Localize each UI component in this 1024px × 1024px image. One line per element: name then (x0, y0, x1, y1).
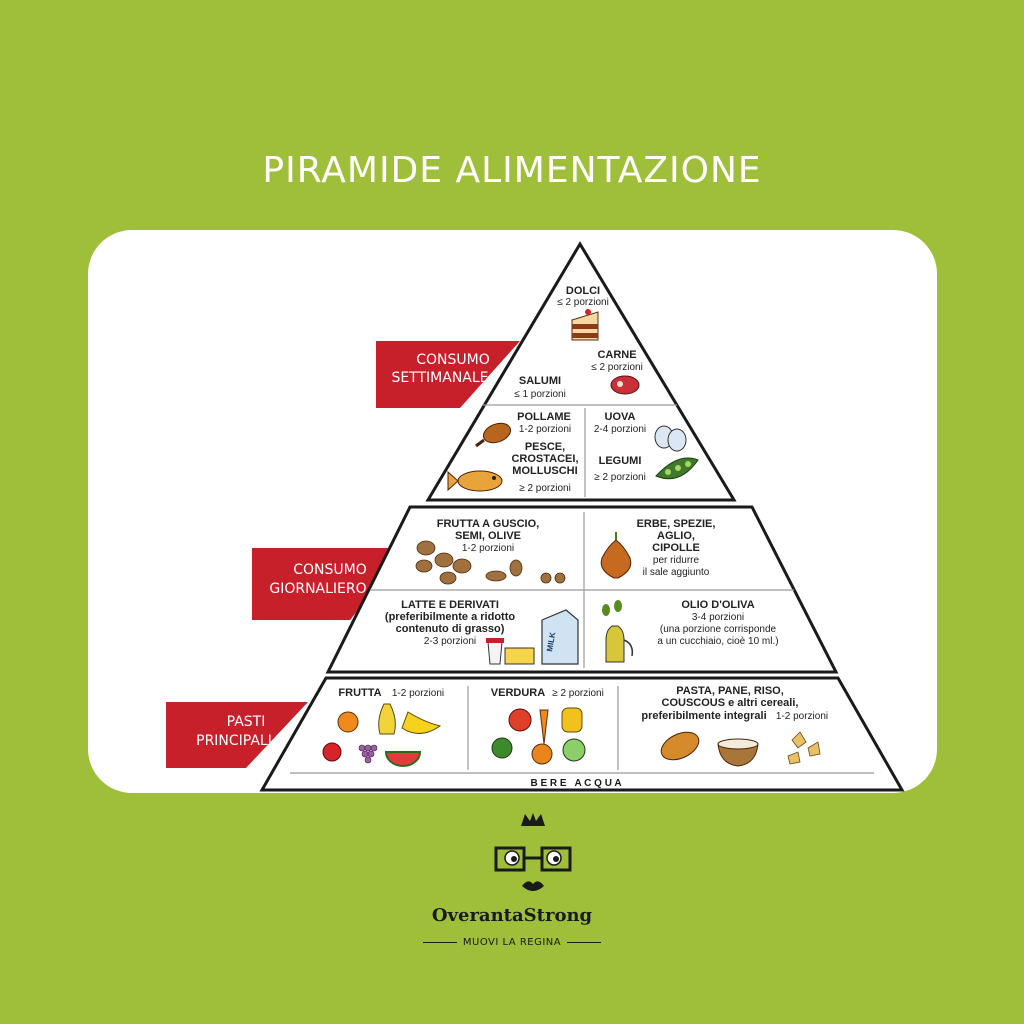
pollame-label: POLLAME (517, 411, 571, 423)
erbe-line2: AGLIO, (657, 530, 695, 542)
tab-daily-line2: GIORNALIERO (269, 581, 366, 597)
olive-oil-icon (602, 600, 634, 663)
chicken-leg-icon (475, 422, 512, 448)
legumi-portion: ≥ 2 porzioni (594, 472, 646, 483)
legumi-label: LEGUMI (599, 455, 642, 467)
cake-icon (571, 309, 599, 341)
tab-weekly-line1: CONSUMO (416, 352, 490, 368)
tab-consumo-giornaliero: CONSUMO GIORNALIERO (252, 548, 408, 620)
page-title: PIRAMIDE ALIMENTAZIONE (262, 150, 762, 191)
vegetables-icon (491, 707, 586, 765)
latte-line2: (preferibilmente a ridotto (385, 611, 515, 623)
olio-note2: a un cucchiaio, cioè 10 ml.) (657, 636, 778, 647)
tab-meals-line2: PRINCIPALI (196, 733, 272, 749)
pesce-line2: CROSTACEI, (511, 453, 578, 465)
tab-consumo-settimanale: CONSUMO SETTIMANALE (376, 341, 520, 408)
tagline-rule-right (567, 941, 602, 943)
milk-carton-icon: MILK (486, 609, 579, 665)
eggs-icon (654, 425, 687, 452)
pyramid-dividers (290, 404, 874, 774)
latte-line3: contenuto di grasso) (396, 623, 505, 635)
erbe-note2: il sale aggiunto (643, 567, 710, 578)
erbe-line3: CIPOLLE (652, 542, 700, 554)
frutta-guscio-line1: FRUTTA A GUSCIO, (437, 518, 539, 530)
latte-portion: 2-3 porzioni (424, 636, 476, 647)
pasta-line1: PASTA, PANE, RISO, (676, 685, 784, 697)
erbe-note1: per ridurre (653, 555, 700, 566)
frutta-label: FRUTTA (338, 687, 381, 699)
nuts-icon (415, 540, 566, 585)
bere-acqua-label: B E R E A C Q U A (530, 778, 621, 789)
pesce-line3: MOLLUSCHI (512, 465, 577, 477)
carne-portion: ≤ 2 porzioni (591, 362, 643, 373)
brand-name: OverantaStrong (431, 905, 593, 926)
uova-portion: 2-4 porzioni (594, 424, 646, 435)
olio-portion: 3-4 porzioni (692, 612, 744, 623)
erbe-line1: ERBE, SPEZIE, (637, 518, 716, 530)
salumi-portion: ≤ 1 porzioni (514, 389, 566, 400)
dolci-portion: ≤ 2 porzioni (557, 297, 609, 308)
latte-line1: LATTE E DERIVATI (401, 599, 499, 611)
dolci-label: DOLCI (566, 285, 600, 297)
pollame-portion: 1-2 porzioni (519, 424, 571, 435)
verdura-label: VERDURA (491, 687, 545, 699)
olio-label: OLIO D'OLIVA (681, 599, 754, 611)
olio-note1: (una porzione corrisponde (660, 624, 777, 635)
pasta-line2: COUSCOUS e altri cereali, (662, 697, 799, 709)
brand-tagline: MUOVI LA REGINA (0, 937, 1024, 948)
salumi-label: SALUMI (519, 375, 561, 387)
tagline-rule-left (422, 941, 457, 943)
meat-icon (610, 375, 640, 395)
pasta-line3: preferibilmente integrali (641, 710, 766, 722)
frutta-guscio-portion: 1-2 porzioni (462, 543, 514, 554)
crown-glasses-face-icon (494, 813, 572, 891)
milk-carton-text: MILK (545, 631, 557, 652)
tab-daily-line1: CONSUMO (293, 562, 367, 578)
pesce-portion: ≥ 2 porzioni (519, 483, 571, 494)
uova-label: UOVA (605, 411, 636, 423)
carne-label: CARNE (597, 349, 636, 361)
pasta-portion: 1-2 porzioni (776, 711, 828, 722)
tab-meals-line1: PASTI (227, 714, 266, 730)
peas-icon (655, 457, 699, 480)
tab-pasti-principali: PASTI PRINCIPALI (166, 702, 308, 768)
verdura-portion: ≥ 2 porzioni (552, 688, 604, 699)
pesce-line1: PESCE, (525, 441, 565, 453)
onion-icon (600, 532, 632, 579)
tagline-text: MUOVI LA REGINA (462, 937, 562, 948)
frutta-guscio-line2: SEMI, OLIVE (455, 530, 521, 542)
tab-weekly-line2: SETTIMANALE (391, 370, 488, 386)
bread-pasta-icon (660, 731, 821, 767)
fruit-icon (322, 703, 442, 767)
fish-icon (447, 470, 503, 492)
frutta-portion: 1-2 porzioni (392, 688, 444, 699)
